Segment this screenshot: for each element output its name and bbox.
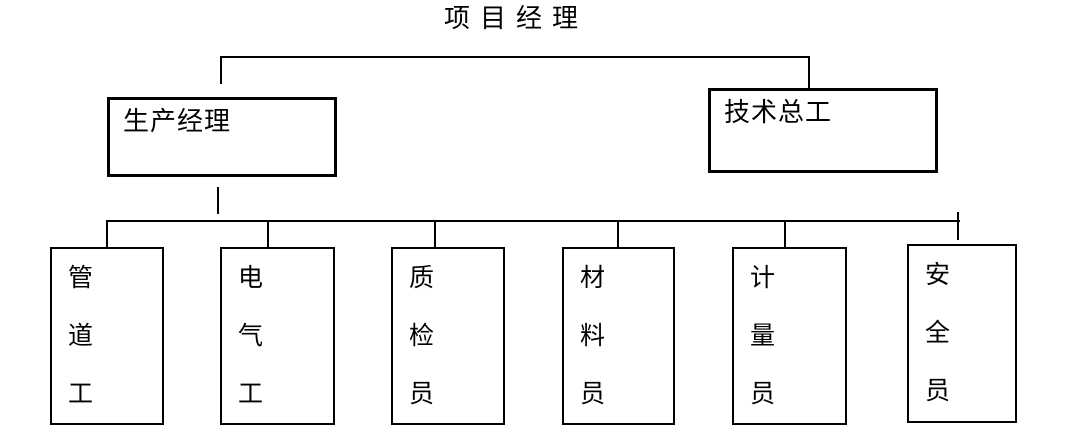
connector-stub-5	[784, 220, 786, 248]
connector-stub-2	[267, 220, 269, 248]
connector-stub-4	[617, 220, 619, 248]
node-safety-officer-label: 安全员	[925, 262, 951, 405]
connector-top-horizontal	[221, 56, 810, 58]
node-production-manager-label: 生产经理	[123, 107, 232, 136]
connector-top-left-drop	[220, 56, 222, 84]
node-material-clerk-label: 材料员	[580, 265, 606, 408]
connector-stub-3	[434, 220, 436, 248]
node-chief-technical-engineer-label: 技术总工	[724, 98, 833, 127]
node-quality-inspector: 质检员	[391, 247, 505, 425]
node-chief-technical-engineer: 技术总工	[708, 88, 938, 173]
project-manager-title: 项目经理	[444, 4, 589, 33]
node-quality-inspector-label: 质检员	[409, 265, 435, 408]
connector-stub-1	[106, 220, 108, 248]
node-measurement-clerk-label: 计量员	[750, 265, 776, 408]
node-pipeline-worker: 管道工	[50, 247, 164, 425]
node-material-clerk: 材料员	[562, 247, 675, 425]
connector-stub-6	[957, 212, 959, 240]
node-safety-officer: 安全员	[907, 244, 1017, 423]
connector-mid-drop	[217, 187, 219, 214]
node-production-manager: 生产经理	[107, 97, 337, 177]
node-electrician: 电气工	[220, 247, 335, 425]
connector-bottom-horizontal	[106, 220, 960, 222]
node-measurement-clerk: 计量员	[732, 247, 847, 425]
node-electrician-label: 电气工	[238, 265, 264, 408]
connector-top-right-drop	[808, 56, 810, 88]
node-pipeline-worker-label: 管道工	[68, 265, 94, 408]
